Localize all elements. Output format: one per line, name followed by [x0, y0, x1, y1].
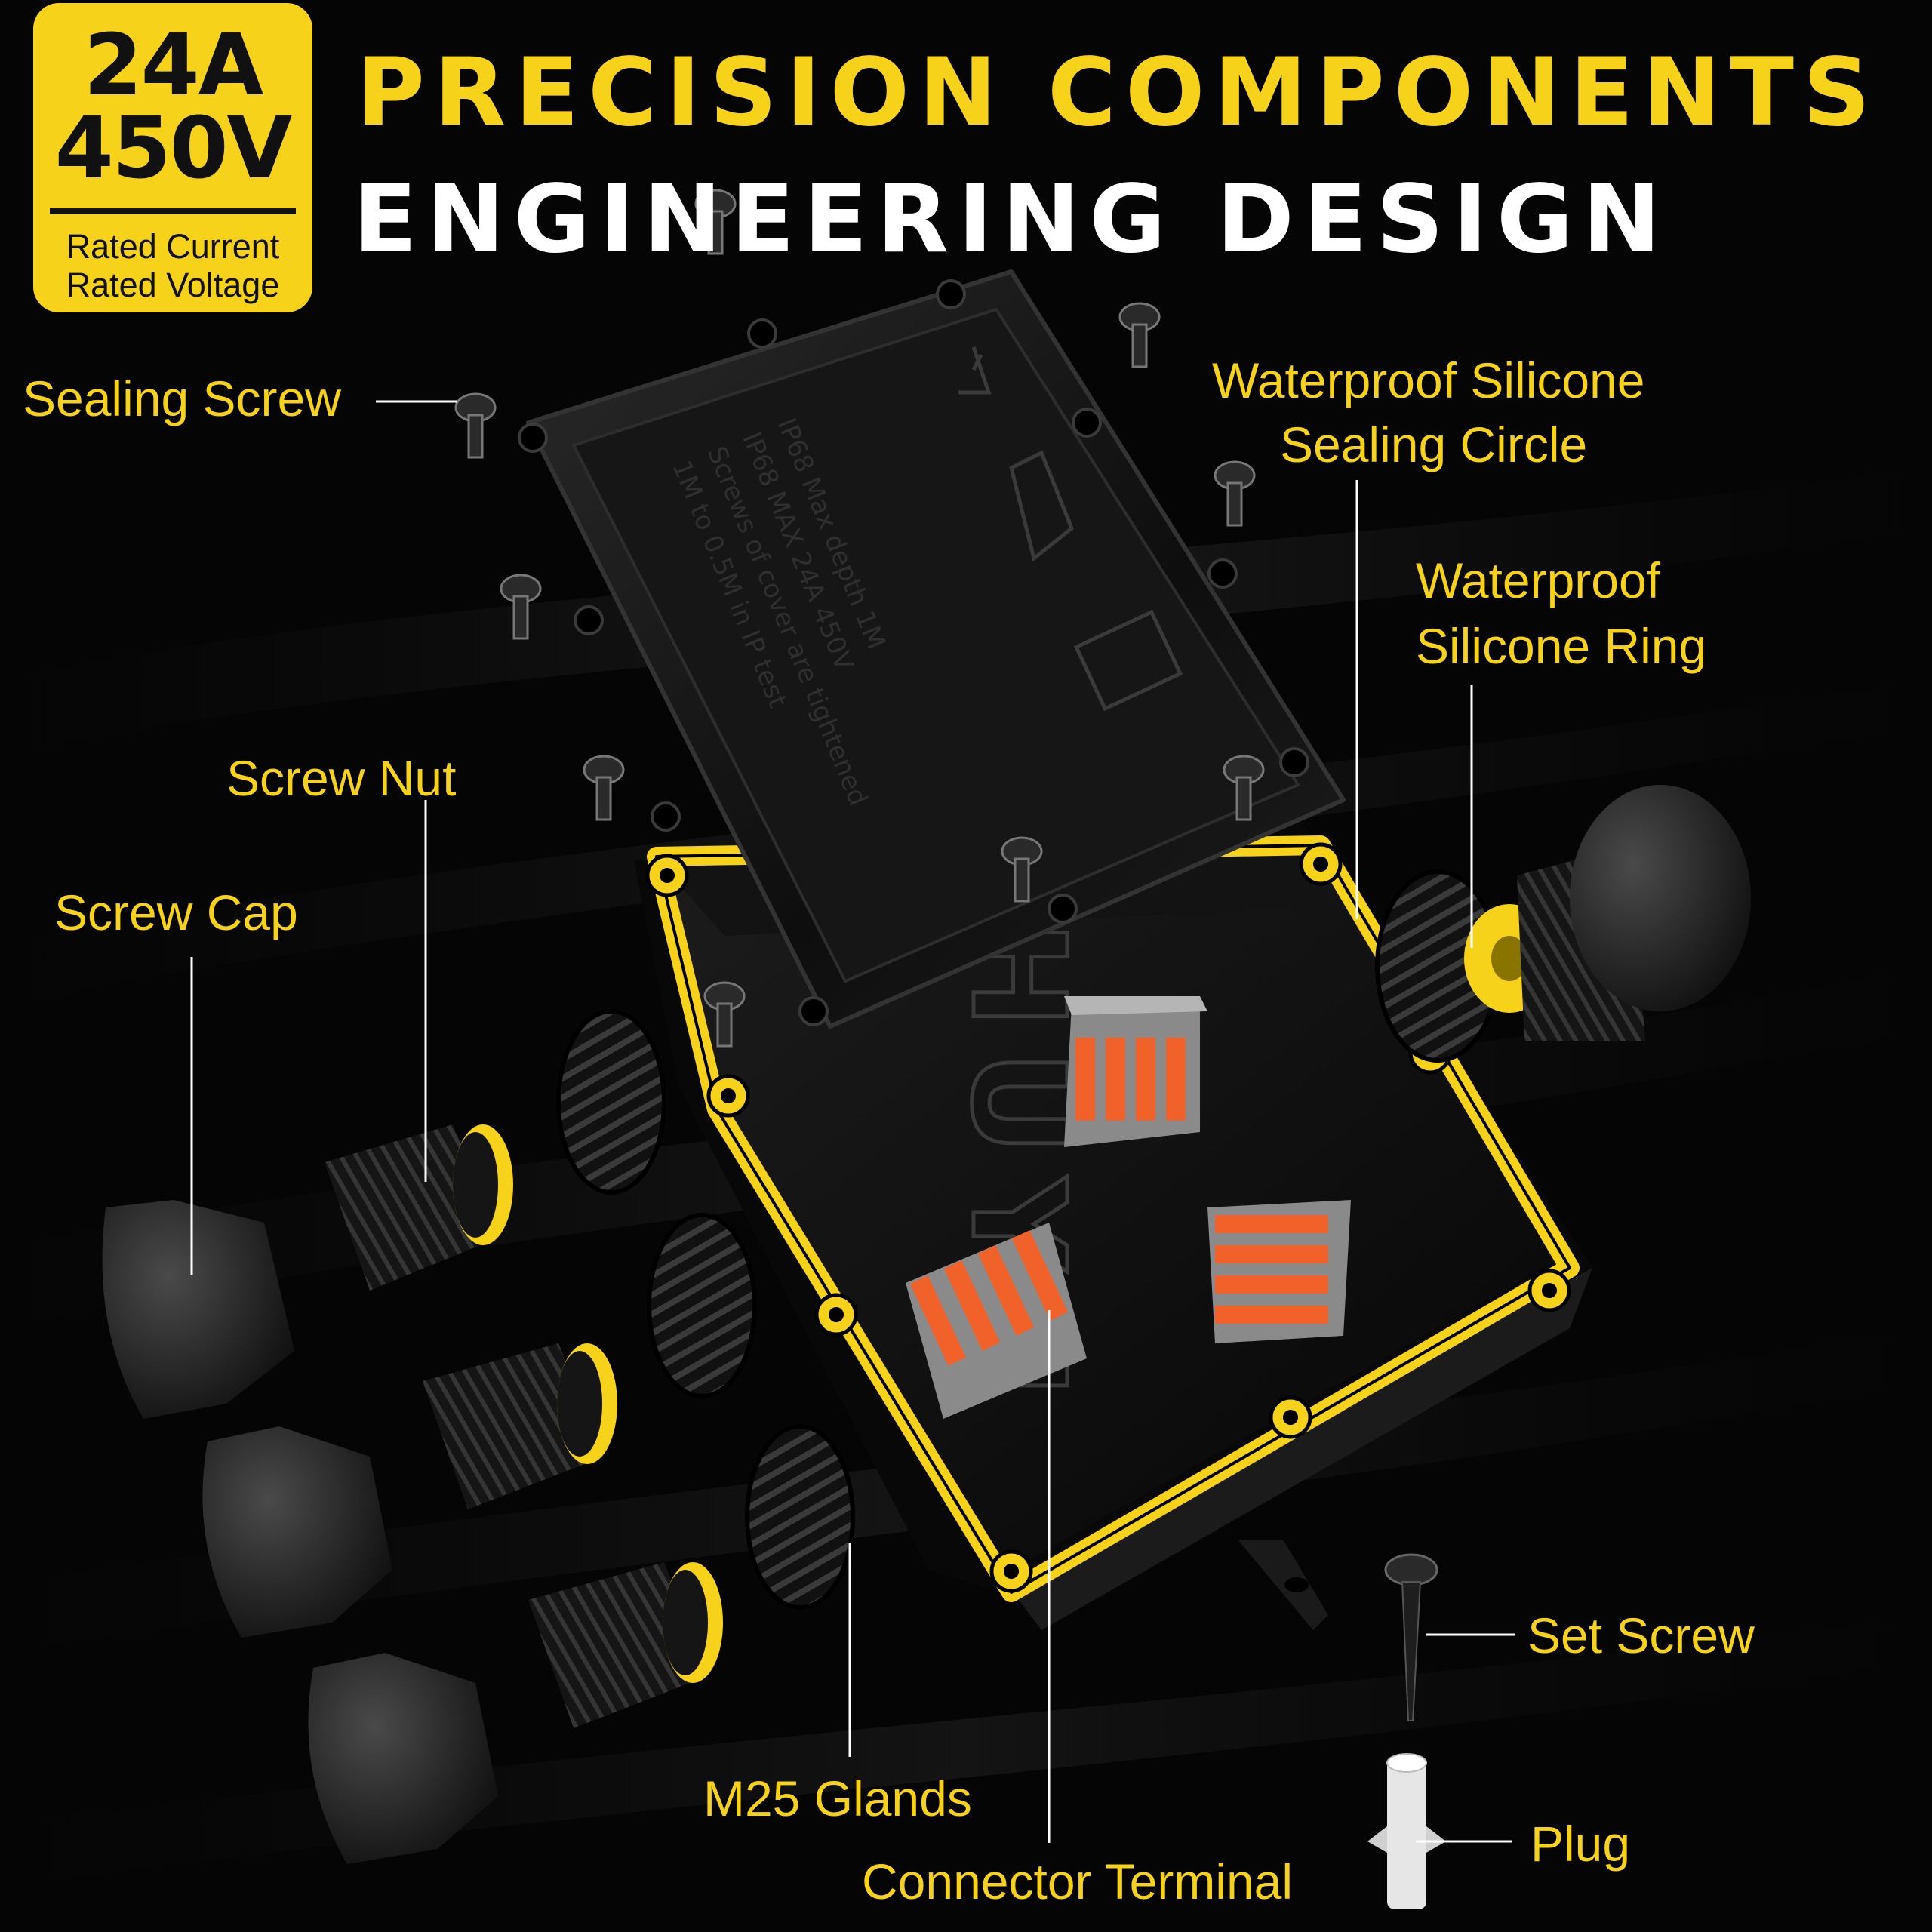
screw-nuts [325, 1124, 723, 1728]
junction-box-lid: IP68 Max depth 1M IP68 MAX 24A 450V Scre… [518, 269, 1346, 1029]
callout-silicone-ring-line-1: Waterproof [1416, 552, 1661, 608]
plug-icon [1367, 1753, 1446, 1909]
headline-line-2: ENGINEERING DESIGN [353, 165, 1670, 274]
badge-divider [50, 208, 296, 214]
callout-connector-terminal: Connector Terminal [862, 1854, 1294, 1909]
connector-terminal-3 [906, 1223, 1087, 1419]
callout-leader-lines [190, 400, 1515, 1843]
rated-voltage-label: Rated Voltage [66, 266, 280, 304]
callout-sealing-screw: Sealing Screw [23, 371, 341, 426]
callout-silicone-circle-line-1: Waterproof Silicone [1212, 352, 1645, 408]
waterproof-silicone-ring [1464, 785, 1751, 1041]
headline-line-1: PRECISION COMPONENTS [356, 38, 1880, 147]
set-screw-icon [1384, 1553, 1438, 1721]
rated-current-value: 24A [83, 17, 264, 115]
m25-gland-threads [556, 869, 1500, 1610]
sealing-screw-icons [454, 189, 1265, 1048]
callout-plug: Plug [1531, 1816, 1631, 1872]
screw-caps [102, 1200, 498, 1864]
callout-screw-nut: Screw Nut [226, 750, 457, 806]
connector-terminal-2 [1208, 1200, 1351, 1343]
callout-m25-glands: M25 Glands [703, 1770, 972, 1826]
rated-current-label: Rated Current [66, 227, 280, 266]
callout-silicone-circle-line-2: Sealing Circle [1280, 417, 1588, 472]
rating-badge: 24A 450V Rated Current Rated Voltage [33, 3, 312, 312]
callout-silicone-ring-line-2: Silicone Ring [1416, 618, 1707, 674]
connector-terminal-1 [1064, 996, 1208, 1147]
callout-set-screw: Set Screw [1527, 1607, 1755, 1663]
rated-voltage-value: 450V [54, 100, 292, 198]
callout-screw-cap: Screw Cap [54, 884, 298, 940]
